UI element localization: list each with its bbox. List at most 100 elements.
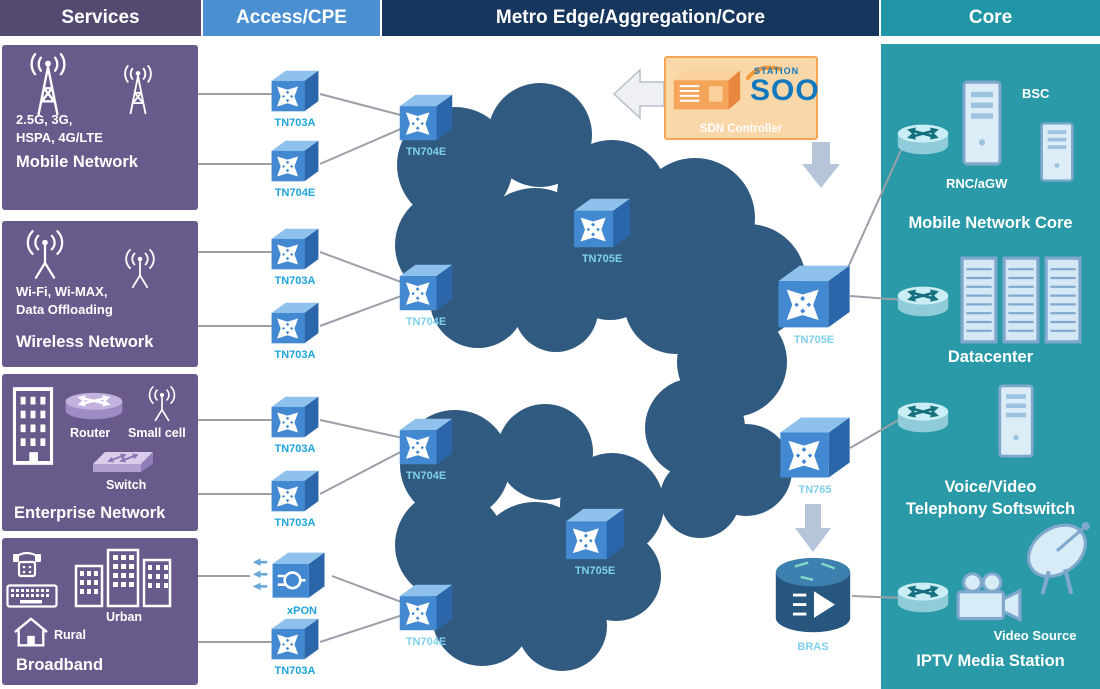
device-label: TN704E [405, 146, 447, 158]
softswitch-server-icon [998, 384, 1034, 458]
switch-cube-icon [270, 616, 320, 662]
switch-cube-icon [270, 300, 320, 346]
router-icon [58, 390, 130, 424]
switch-icon [90, 446, 156, 476]
keyboard-icon [6, 584, 58, 608]
enterprise-network-title: Enterprise Network [14, 504, 166, 522]
device-label: TN704E [405, 470, 447, 482]
switch-cube-icon [778, 414, 852, 481]
switch-label: Switch [106, 478, 147, 492]
header-access-cpe: Access/CPE [203, 0, 380, 36]
wifi-antenna-icon [26, 230, 64, 279]
device-label: TN703A [274, 117, 316, 129]
access-device-1: TN704E [270, 138, 320, 199]
switch-cube-icon [270, 394, 320, 440]
switch-cube-icon [564, 506, 626, 562]
switch-cube-icon [398, 92, 454, 143]
small-cell-antenna-icon [148, 385, 176, 422]
header-services: Services [0, 0, 201, 36]
iptv-media-station-title: IPTV Media Station [916, 652, 1065, 670]
switch-cube-icon [398, 582, 454, 633]
core-router-icon [896, 578, 950, 616]
metro-device-7: TN704E [398, 582, 454, 648]
device-label: TN703A [274, 275, 316, 287]
metro-device-5: TN705E [564, 506, 626, 577]
bras-router-icon [774, 556, 852, 634]
sdn-down-arrow [802, 142, 840, 188]
metro-device-2: TN704E [398, 262, 454, 328]
bras-down-arrow [795, 504, 831, 552]
sdn-controller: STATION SOO SDN Controller [664, 56, 819, 140]
phone-icon [11, 551, 43, 578]
service-box-mobile-network: 2.5G, 3G,HSPA, 4G/LTE Mobile Network [2, 45, 198, 210]
wireless-network-subtext: Wi-Fi, Wi-MAX,Data Offloading [16, 284, 113, 317]
header-metro: Metro Edge/Aggregation/Core [382, 0, 879, 36]
soo-station-brand: STATION [754, 66, 800, 76]
sdn-left-arrow [612, 68, 665, 120]
device-label: TN704E [405, 636, 447, 648]
device-label: BRAS [797, 641, 829, 653]
device-label: TN703A [274, 443, 316, 455]
wireless-network-title: Wireless Network [16, 333, 154, 351]
satellite-dish-icon [1022, 520, 1094, 598]
device-label: TN703A [274, 349, 316, 361]
access-device-3: TN703A [270, 300, 320, 361]
video-source-label: Video Source [993, 628, 1077, 643]
metro-device-3: TN705E [776, 262, 852, 346]
city-buildings-icon [74, 548, 172, 608]
switch-cube-icon [270, 226, 320, 272]
device-label: TN705E [581, 253, 623, 265]
switch-cube-icon [398, 416, 454, 467]
metro-device-0: TN704E [398, 92, 454, 158]
soo-swoosh-icon [746, 65, 782, 80]
device-label: TN704E [405, 316, 447, 328]
mobile-network-title: Mobile Network [16, 153, 138, 171]
device-label: TN765 [798, 484, 832, 496]
server-rack-icon [1044, 256, 1082, 344]
xpon-ont-icon [246, 550, 332, 602]
switch-cube-icon [270, 68, 320, 114]
device-label: TN705E [574, 565, 616, 577]
sdn-controller-label: SDN Controller [699, 123, 783, 135]
device-label: TN704E [274, 187, 316, 199]
server-rack-icon [1002, 256, 1040, 344]
device-label: TN703A [274, 517, 316, 529]
core-router-icon [896, 282, 950, 320]
access-device-5: TN703A [270, 468, 320, 529]
rnc-agw-label: RNC/aGW [946, 176, 1008, 191]
device-label: TN703A [274, 665, 316, 677]
office-building-icon [12, 387, 54, 465]
service-box-enterprise-network: Router Small cell Switch Enterprise Netw… [2, 374, 198, 531]
switch-cube-icon [270, 138, 320, 184]
broadband-title: Broadband [16, 656, 104, 674]
metro-device-1: TN705E [572, 196, 632, 265]
bsc-label: BSC [1022, 86, 1050, 101]
access-device-0: TN703A [270, 68, 320, 129]
rural-label: Rural [54, 628, 86, 642]
softswitch-title-line2: Telephony Softswitch [905, 500, 1076, 518]
metro-device-4: TN704E [398, 416, 454, 482]
core-router-icon [896, 398, 950, 436]
switch-cube-icon [572, 196, 632, 250]
house-icon [13, 617, 49, 647]
datacenter-title: Datacenter [947, 348, 1034, 366]
bsc-server-icon [962, 80, 1002, 166]
urban-label: Urban [105, 610, 143, 624]
cell-tower-icon [124, 65, 152, 115]
access-device-4: TN703A [270, 394, 320, 455]
small-cell-label: Small cell [128, 426, 186, 440]
switch-cube-icon [270, 468, 320, 514]
access-device-7: TN703A [270, 616, 320, 677]
switch-cube-icon [398, 262, 454, 313]
access-device-xpon: xPON [246, 550, 332, 617]
wifi-antenna-icon [125, 248, 155, 289]
device-label: TN705E [793, 334, 835, 346]
video-camera-icon [956, 572, 1022, 622]
core-router-icon [896, 120, 950, 158]
bras-router: BRAS [772, 554, 854, 653]
mobile-network-core-title: Mobile Network Core [908, 214, 1073, 232]
device-label: xPON [287, 605, 317, 617]
router-label: Router [70, 426, 111, 440]
metro-device-6: TN765 [778, 414, 852, 496]
